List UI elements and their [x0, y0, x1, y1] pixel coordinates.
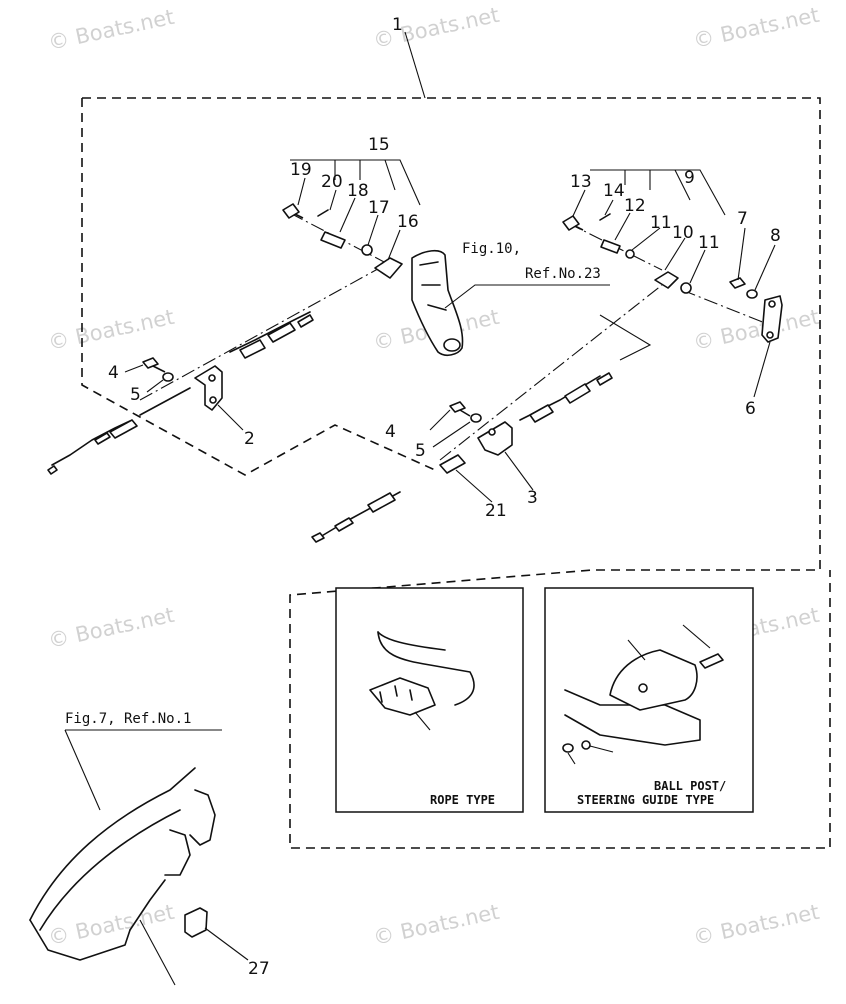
callout-16: 16 — [397, 212, 419, 232]
rope-type-caption: ROPE TYPE — [430, 793, 495, 807]
watermark: © Boats.net — [46, 900, 176, 950]
link-6 — [761, 295, 783, 343]
leader-27 — [204, 927, 249, 961]
callout-6: 6 — [745, 399, 756, 419]
leaders — [124, 177, 776, 503]
inset-rope-type: ROPE TYPE — [335, 587, 524, 813]
assembly-boundary-upper — [82, 97, 831, 849]
callout-11: 11 — [650, 213, 672, 233]
joint-9-parts — [562, 213, 692, 294]
callout-12: 12 — [624, 196, 646, 216]
callout-5: 5 — [415, 441, 426, 461]
upper-cable — [47, 311, 314, 475]
washer-5-lower — [470, 413, 482, 423]
callout-15: 15 — [368, 135, 390, 155]
callout-2: 2 — [244, 429, 255, 449]
leader-fig10 — [444, 284, 610, 309]
watermark: © Boats.net — [46, 5, 176, 55]
fig10-reference-number: Ref.No.23 — [525, 266, 601, 282]
ball-post-caption: BALL POST/ — [654, 779, 726, 793]
bolt-7 — [729, 277, 746, 289]
watermark: © Boats.net — [691, 900, 821, 950]
watermark: © Boats.net — [46, 603, 176, 653]
lower-cable — [311, 372, 613, 543]
centerline-upper-cable — [139, 264, 386, 401]
leader-1 — [404, 31, 426, 99]
watermark: © Boats.net — [691, 3, 821, 53]
callout-19: 19 — [290, 160, 312, 180]
callout-9: 9 — [684, 168, 695, 188]
watermark: © Boats.net — [371, 900, 501, 950]
part-27-clip — [184, 907, 208, 938]
steering-guide-caption: STEERING GUIDE TYPE — [577, 793, 714, 807]
washer-5-upper — [162, 372, 174, 382]
callout-21: 21 — [485, 501, 507, 521]
centerline-lower-cable — [439, 284, 663, 461]
leader-fig7 — [64, 729, 222, 811]
centerline-right — [681, 289, 771, 326]
callout-10: 10 — [672, 223, 694, 243]
bracket-2 — [194, 365, 223, 411]
callout-20: 20 — [321, 172, 343, 192]
watermark: © Boats.net — [691, 305, 821, 355]
bolt-4-lower — [449, 401, 471, 417]
steering-arm — [411, 249, 464, 357]
bracket-15 — [290, 159, 421, 206]
callouts: 1 2 3 4 5 4 5 6 7 8 9 10 11 11 12 13 14 … — [108, 15, 781, 979]
callout-14: 14 — [603, 181, 625, 201]
motor-cowling — [29, 767, 216, 961]
watermark: © Boats.net — [371, 3, 501, 53]
bolt-4-upper — [142, 357, 166, 373]
watermark: © Boats.net — [46, 305, 176, 355]
leader-cowling — [139, 919, 176, 986]
callout-13: 13 — [570, 172, 592, 192]
callout-27: 27 — [248, 959, 270, 979]
fig7-reference: Fig.7, Ref.No.1 — [65, 711, 191, 727]
callout-11: 11 — [698, 233, 720, 253]
callout-1: 1 — [392, 15, 403, 35]
bracket-9 — [590, 169, 726, 216]
callout-4: 4 — [108, 363, 119, 383]
callout-4: 4 — [385, 422, 396, 442]
offset-line — [599, 314, 652, 361]
callout-8: 8 — [770, 226, 781, 246]
inset-ball-post: BALL POST/ STEERING GUIDE TYPE — [544, 587, 754, 813]
fig10-reference: Fig.10, — [462, 241, 521, 257]
joint-15-parts — [282, 203, 403, 279]
callout-7: 7 — [737, 209, 748, 229]
callout-17: 17 — [368, 198, 390, 218]
washer-8 — [746, 289, 758, 299]
callout-3: 3 — [527, 488, 538, 508]
bracket-3 — [477, 421, 513, 456]
callout-18: 18 — [347, 181, 369, 201]
callout-5: 5 — [130, 385, 141, 405]
assembly-boundary-lower — [81, 98, 436, 476]
